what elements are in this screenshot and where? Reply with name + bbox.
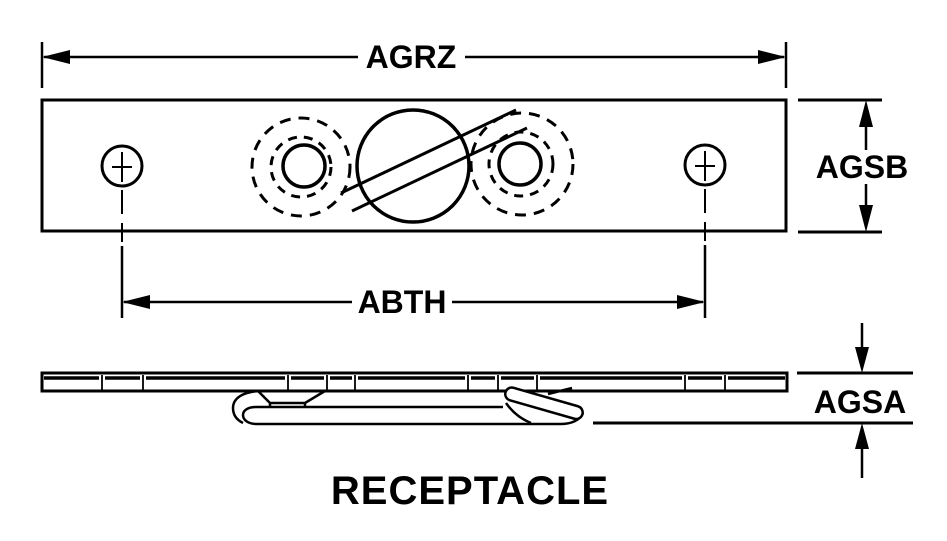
latch-spring-assembly xyxy=(231,386,585,426)
arrowhead-left-icon xyxy=(42,50,70,64)
dimension-label-agsa: AGSA xyxy=(814,384,906,420)
latch-roller-outline xyxy=(504,386,584,421)
roller-connector-line xyxy=(547,386,573,396)
center-hole-and-lever xyxy=(340,108,528,224)
mounting-hole-right xyxy=(683,143,727,241)
center-hole xyxy=(355,108,471,224)
mounting-hole-left xyxy=(100,144,144,242)
lever-slot-line xyxy=(351,126,528,213)
hidden-outline-outer xyxy=(250,116,352,218)
dimension-label-agrz: AGRZ xyxy=(366,39,457,75)
plate-top-view-outline xyxy=(40,98,788,233)
fastener-hole xyxy=(281,143,327,189)
hidden-fastener-left xyxy=(250,116,352,218)
dimension-abth: ABTH xyxy=(120,245,707,320)
dimension-agrz: AGRZ xyxy=(40,39,788,88)
bent-tab xyxy=(257,389,326,405)
side-view xyxy=(40,371,789,426)
mounting-hole-left-circle xyxy=(100,144,144,188)
hidden-ticks xyxy=(101,375,726,390)
mounting-hole-right-circle xyxy=(683,143,727,187)
drawing-title: RECEPTACLE xyxy=(331,469,609,513)
plate-side-view-outline xyxy=(40,371,789,393)
arrowhead-left-icon xyxy=(122,295,150,309)
arrowhead-right-icon xyxy=(677,295,705,309)
arrowhead-down-icon xyxy=(859,205,873,232)
spring-hook xyxy=(231,389,260,425)
lever-slot-line xyxy=(340,108,517,195)
arrowhead-down-icon xyxy=(855,347,869,373)
latch-roller xyxy=(504,386,584,421)
arrowhead-right-icon xyxy=(758,50,786,64)
top-view xyxy=(40,98,788,242)
roller-connector-curve xyxy=(504,402,532,425)
arrowhead-up-icon xyxy=(855,423,869,449)
hidden-outline-inner xyxy=(269,135,333,199)
dimension-label-abth: ABTH xyxy=(358,284,447,320)
fastener-hole xyxy=(497,141,543,187)
hidden-outline-outer xyxy=(469,111,575,217)
dimension-agsa: AGSA xyxy=(593,323,913,478)
spring-leaf xyxy=(241,405,585,426)
dimension-agsb: AGSB xyxy=(798,98,908,234)
arrowhead-up-icon xyxy=(859,100,873,127)
dimension-label-agsb: AGSB xyxy=(816,149,908,185)
